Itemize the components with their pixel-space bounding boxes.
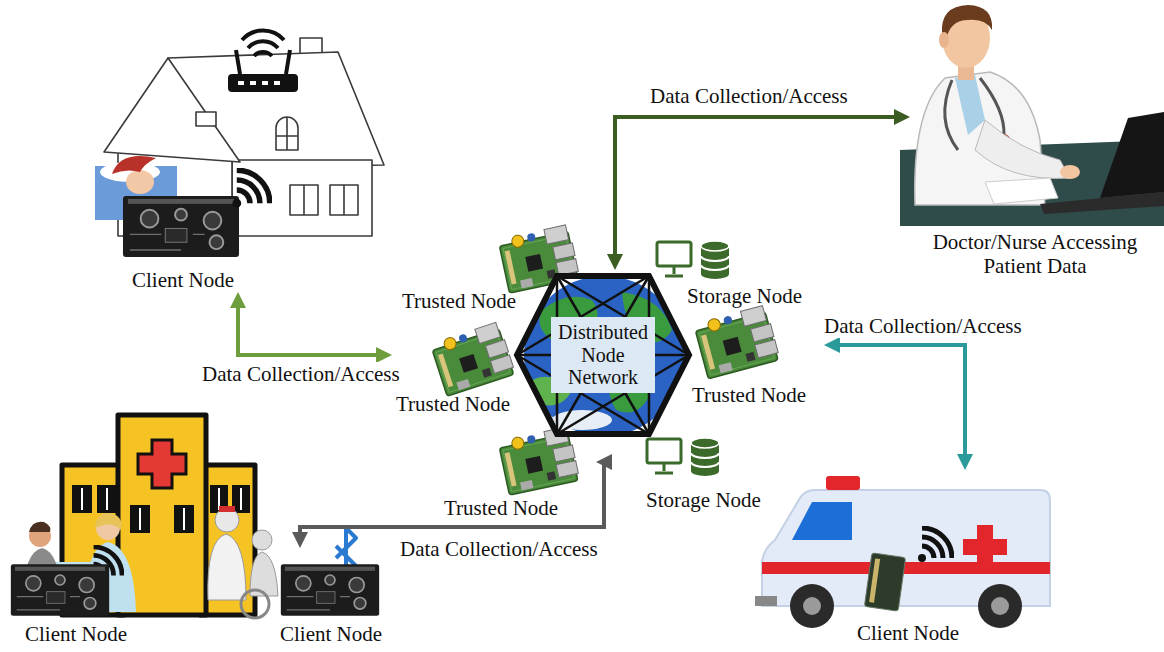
node-caption: Trusted Node	[688, 383, 824, 407]
node-caption: Client Node	[115, 268, 251, 292]
data-arrow	[615, 117, 902, 262]
hospital-details	[72, 440, 250, 533]
edge-label: Data Collection/Access	[648, 84, 850, 108]
network-hexagon: Distributed Node Network	[512, 270, 694, 440]
data-arrow	[832, 345, 965, 462]
node-caption: Client Node	[8, 622, 144, 646]
wifi-symbol	[918, 528, 952, 562]
doctor	[900, 5, 1164, 226]
sensor-board	[281, 564, 379, 616]
node-caption: Storage Node	[652, 284, 806, 308]
client-node: Client Node	[115, 190, 251, 292]
data-arrow	[238, 300, 384, 355]
storage-node: Storage Node	[652, 236, 806, 308]
client-node: Client Node	[760, 470, 1056, 645]
node-caption: Client Node	[760, 621, 1056, 645]
nurse-and-elderly	[208, 506, 278, 618]
sensor-board	[123, 196, 239, 257]
node-caption: Doctor/Nurse Accessing Patient Data	[916, 230, 1154, 278]
trusted-node: Trusted Node	[688, 305, 824, 407]
client-node: Client Node	[268, 548, 394, 646]
trusted-node: Trusted Node	[440, 427, 596, 520]
edge-label: Data Collection/Access	[200, 362, 402, 386]
node-caption: Trusted Node	[392, 392, 528, 416]
storage-node: Storage Node	[642, 432, 778, 512]
router	[228, 31, 298, 92]
wifi-symbol	[232, 170, 269, 207]
edge-label: Data Collection/Access	[822, 314, 1024, 338]
board-icon	[694, 305, 780, 379]
board-icon	[430, 322, 515, 397]
node-caption: Trusted Node	[440, 496, 596, 520]
sensor-board	[11, 564, 109, 616]
client-node: Client Node	[8, 560, 144, 646]
node-caption: Client Node	[268, 622, 394, 646]
storage-icon	[657, 241, 729, 279]
storage-icon	[647, 438, 719, 476]
node-caption: Storage Node	[642, 488, 778, 512]
data-arrow	[300, 462, 604, 540]
network-label: Distributed Node Network	[551, 317, 655, 392]
edge-label: Data Collection/Access	[398, 537, 600, 561]
doctor-node: Doctor/Nurse Accessing Patient Data	[910, 8, 1160, 278]
ambulance	[755, 476, 1050, 628]
trusted-node: Trusted Node	[392, 326, 528, 416]
